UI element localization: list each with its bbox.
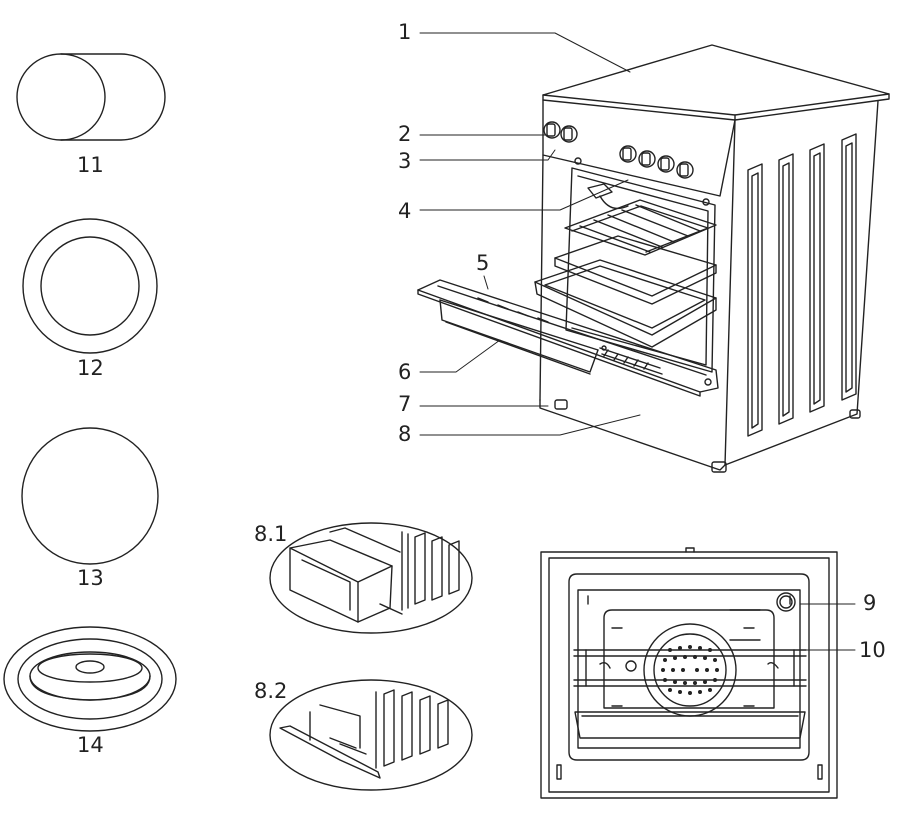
- callout-6: 6: [398, 360, 412, 384]
- callout-4: 4: [398, 199, 412, 223]
- callout-8-2: 8.2: [254, 679, 288, 703]
- callout-8: 8: [398, 422, 412, 446]
- leader-lines: [419, 32, 856, 651]
- oven-front-view: [540, 547, 838, 799]
- callout-12: 12: [77, 356, 104, 380]
- callout-14: 14: [77, 733, 104, 757]
- control-knobs: [543, 121, 710, 206]
- oven-cabinet: [539, 44, 890, 473]
- oven-door: [417, 279, 719, 397]
- fan-holes: [661, 645, 719, 695]
- callout-7: 7: [398, 392, 412, 416]
- callout-8-1: 8.1: [254, 522, 288, 546]
- accessory-11-cylinder: [16, 53, 166, 141]
- accessory-13-disc: [21, 427, 159, 565]
- oven-cavity: [534, 167, 717, 373]
- callout-10: 10: [859, 638, 886, 662]
- accessory-12-round-plate: [22, 218, 158, 354]
- accessory-14-baking-dish: [3, 626, 177, 732]
- detail-8-2-drop-down-storage: [269, 679, 473, 791]
- callout-2: 2: [398, 122, 412, 146]
- callout-5: 5: [476, 251, 490, 275]
- detail-8-1-storage-drawer: [269, 522, 473, 634]
- callout-3: 3: [398, 149, 412, 173]
- callout-13: 13: [77, 566, 104, 590]
- callout-9: 9: [863, 591, 877, 615]
- callout-11: 11: [77, 153, 104, 177]
- callout-1: 1: [398, 20, 412, 44]
